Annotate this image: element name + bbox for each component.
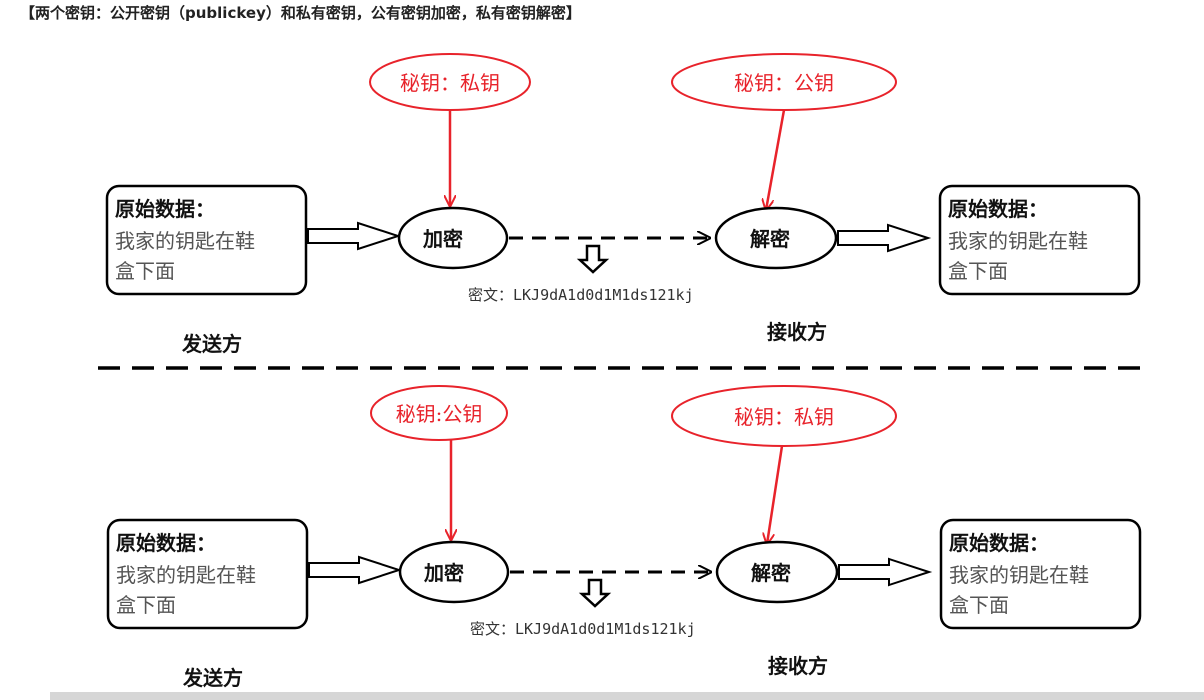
encrypt-key-bubble: 秘钥:公钥 [370,385,508,441]
hollow-arrow-to-encrypt [307,221,402,251]
target-line2: 盒下面 [948,259,1008,283]
panel-private-public: 秘钥:公钥 秘钥：私钥 原始数据： 我家的钥匙在鞋 盒下面 加密 密文：LKJ9… [106,385,1142,690]
encrypt-node: 加密 [398,540,510,604]
hollow-arrow-to-encrypt [308,555,403,585]
encrypt-key-label: 秘钥：私钥 [400,71,500,95]
panel-public-private: 秘钥：私钥 秘钥：公钥 原始数据： 我家的钥匙在鞋 盒下面 加密 密文：LKJ9… [105,53,1141,356]
source-data-box: 原始数据： 我家的钥匙在鞋 盒下面 [106,518,309,630]
cipher-text: 密文：LKJ9dA1d0d1M1ds121kj [470,620,696,638]
decrypt-label: 解密 [750,227,790,251]
target-line1: 我家的钥匙在鞋 [948,229,1088,253]
source-heading: 原始数据： [115,197,215,221]
receiver-label: 接收方 [767,320,827,344]
source-data-box: 原始数据： 我家的钥匙在鞋 盒下面 [105,184,308,296]
decrypt-key-arrow [767,445,784,544]
page-title: 【两个密钥：公开密钥（publickey）和私有密钥，公有密钥加密，私有密钥解密… [20,4,581,22]
down-arrow-icon [578,578,612,608]
decrypt-key-label: 秘钥：公钥 [734,71,834,95]
encrypt-key-label: 秘钥:公钥 [396,402,483,426]
target-data-box: 原始数据： 我家的钥匙在鞋 盒下面 [938,184,1141,296]
encrypt-label: 加密 [423,561,464,585]
target-heading: 原始数据： [948,197,1048,221]
target-data-box: 原始数据： 我家的钥匙在鞋 盒下面 [939,518,1142,630]
decrypt-key-bubble: 秘钥：公钥 [671,53,897,111]
decrypt-key-bubble: 秘钥：私钥 [671,385,897,447]
bottom-scroll-bar [50,692,1204,700]
source-line2: 盒下面 [115,259,175,283]
source-line2: 盒下面 [116,593,176,617]
decrypt-node: 解密 [714,206,838,270]
cipher-text: 密文：LKJ9dA1d0d1M1ds121kj [468,286,694,304]
hollow-arrow-to-target [837,223,932,253]
sender-label: 发送方 [181,332,242,356]
decrypt-key-label: 秘钥：私钥 [734,405,834,429]
target-line2: 盒下面 [949,593,1009,617]
sender-label: 发送方 [182,666,243,690]
source-line1: 我家的钥匙在鞋 [116,563,256,587]
source-line1: 我家的钥匙在鞋 [115,229,255,253]
decrypt-key-arrow [766,109,786,210]
encrypt-key-bubble: 秘钥：私钥 [369,53,531,111]
decrypt-label: 解密 [751,561,791,585]
receiver-label: 接收方 [768,654,828,678]
source-heading: 原始数据： [116,531,216,555]
down-arrow-icon [576,244,610,274]
encrypt-node: 加密 [397,206,509,270]
target-heading: 原始数据： [949,531,1049,555]
target-line1: 我家的钥匙在鞋 [949,563,1089,587]
decrypt-node: 解密 [715,540,839,604]
hollow-arrow-to-target [838,557,933,587]
encrypt-label: 加密 [422,227,463,251]
